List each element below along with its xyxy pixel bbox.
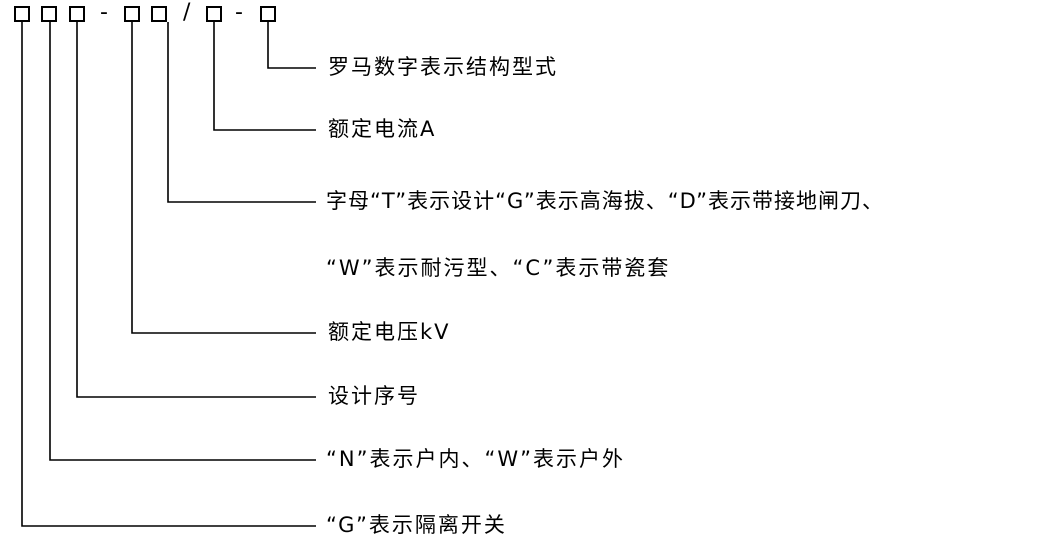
code-box-3 — [69, 6, 85, 22]
code-slash: / — [183, 0, 191, 25]
code-box-6 — [206, 6, 222, 22]
label-isolating-switch: “G”表示隔离开关 — [326, 513, 507, 537]
connector-switch — [21, 22, 316, 527]
label-letter-meaning-2: “W”表示耐污型、“C”表示带瓷套 — [326, 256, 671, 280]
label-letter-meaning-1: 字母“T”表示设计“G”表示高海拔、“D”表示带接地闸刀、 — [326, 189, 885, 213]
code-box-2 — [41, 6, 57, 22]
connector-serial — [76, 22, 316, 398]
connector-current — [213, 22, 316, 131]
code-box-4 — [124, 6, 140, 22]
connector-letter — [167, 22, 316, 203]
code-dash-1: - — [100, 0, 108, 25]
label-rated-voltage: 额定电压kV — [328, 320, 451, 344]
label-structure-roman: 罗马数字表示结构型式 — [328, 55, 558, 79]
code-box-5 — [151, 6, 167, 22]
label-rated-current: 额定电流A — [328, 117, 437, 141]
connector-voltage — [131, 22, 316, 334]
label-indoor-outdoor: “N”表示户内、“W”表示户外 — [326, 447, 625, 471]
connector-structure — [267, 22, 316, 69]
code-dash-2: - — [235, 0, 243, 25]
label-design-serial: 设计序号 — [328, 384, 420, 408]
connector-indoor — [49, 22, 316, 461]
code-box-7 — [260, 6, 276, 22]
code-box-1 — [14, 6, 30, 22]
